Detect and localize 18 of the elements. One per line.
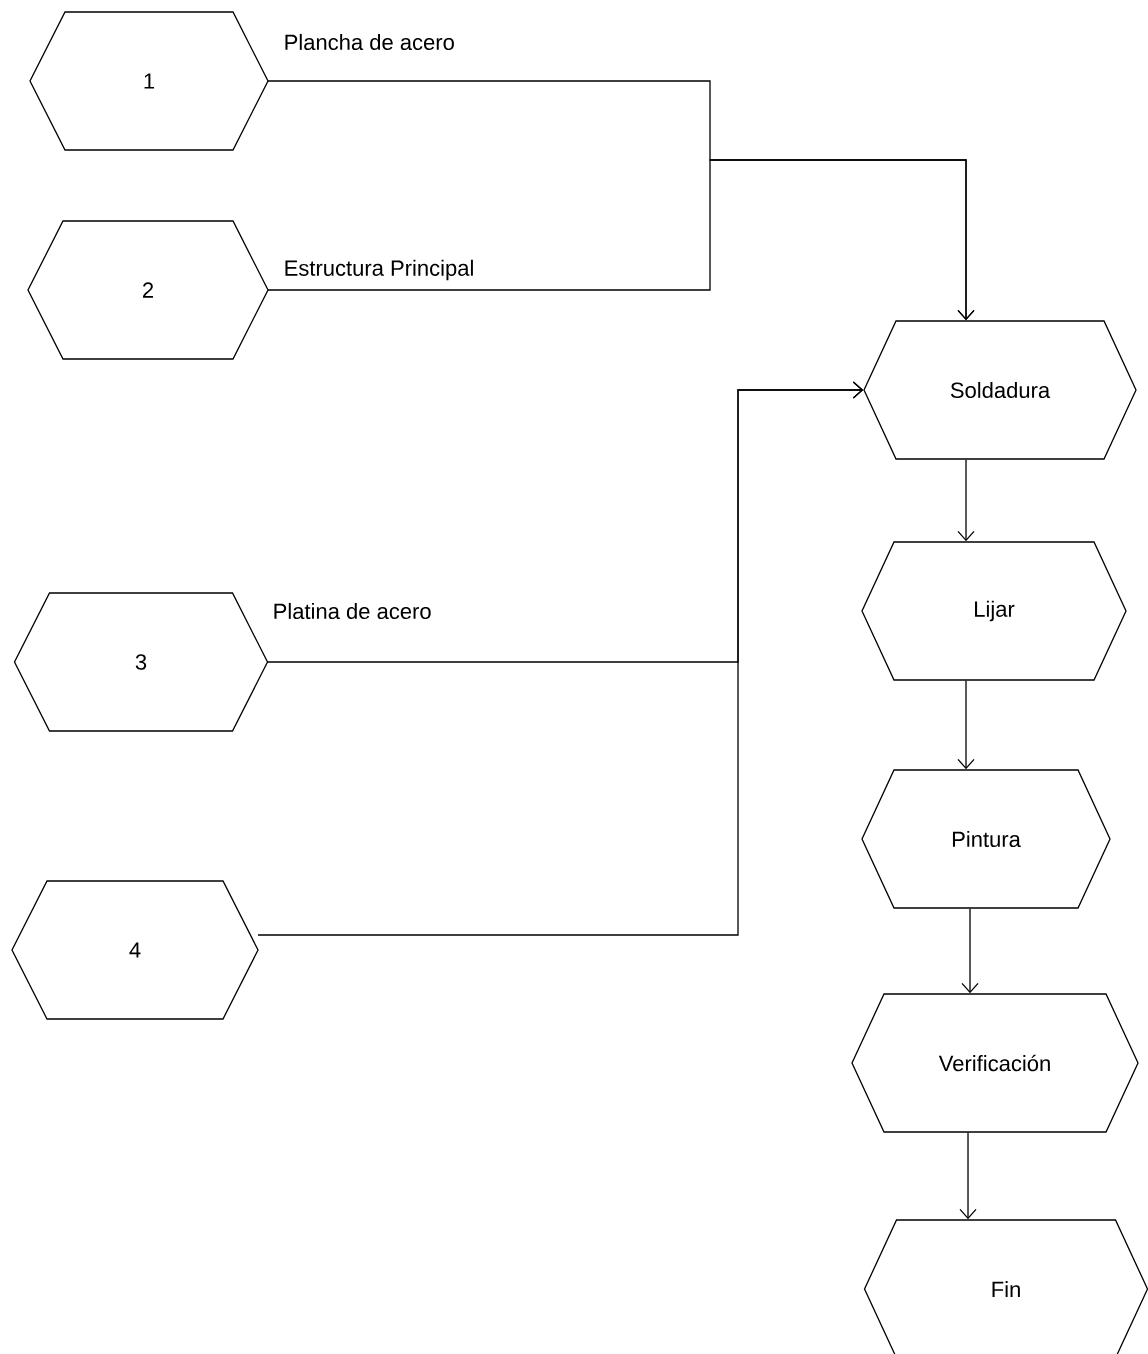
edge-label: Estructura Principal	[285, 259, 473, 281]
hexagon: Soldadura	[863, 320, 1137, 460]
hexagon: Verificación	[851, 993, 1139, 1133]
arrow	[267, 159, 975, 321]
arrow	[957, 680, 975, 770]
hexagon: 1	[29, 11, 269, 151]
arrow	[959, 1132, 977, 1220]
hexagon: 3	[13, 592, 269, 732]
hexagon: 2	[27, 220, 269, 360]
arrow	[257, 381, 864, 936]
hexagon: Pintura	[861, 769, 1111, 909]
hexagon: Fin	[863, 1219, 1148, 1354]
edge-label: Platina de acero	[274, 602, 431, 620]
arrow	[961, 908, 979, 994]
hexagon: Lijar	[861, 541, 1127, 681]
arrow	[957, 459, 975, 542]
hexagon: 4	[11, 880, 259, 1020]
edge-label: Plancha de acero	[285, 33, 454, 51]
